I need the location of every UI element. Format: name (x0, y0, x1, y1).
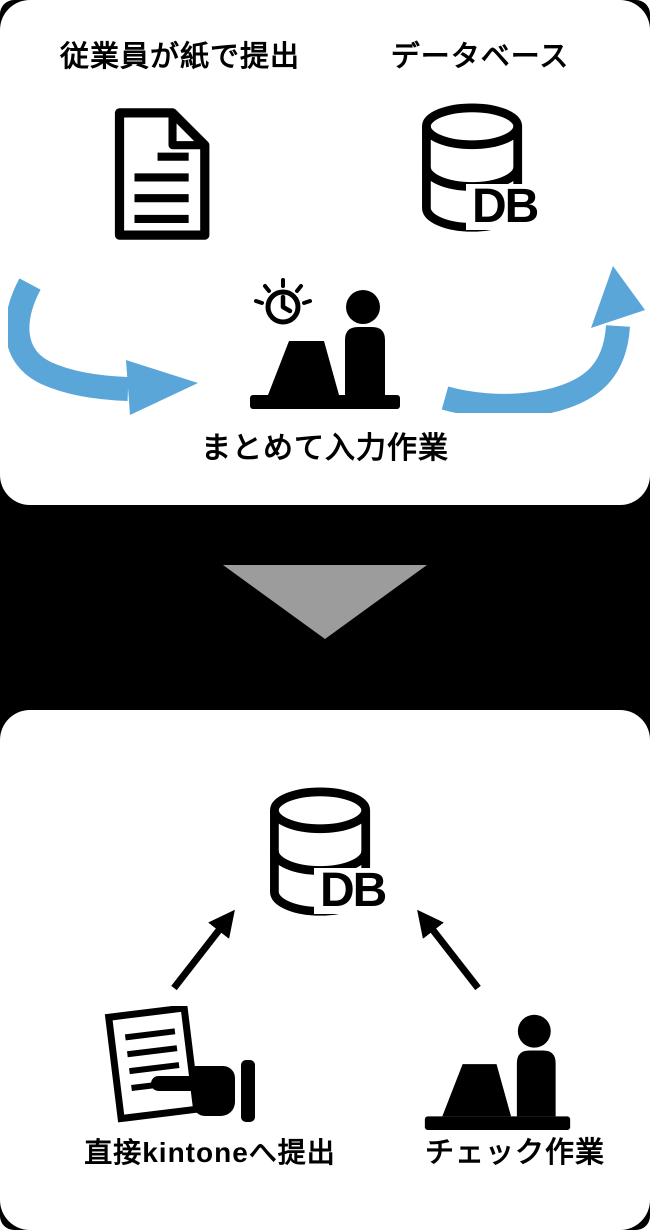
before-panel: 従業員が紙で提出 データベース (0, 0, 650, 505)
person-laptop-icon (245, 277, 405, 412)
check-work-label: チェック作業 (424, 1137, 605, 1169)
paper-document-icon (103, 106, 219, 242)
pointing-hand-icon (151, 1060, 255, 1122)
database-label: データベース (390, 41, 570, 73)
after-panel: DB (0, 710, 650, 1230)
paper-submit-label: 従業員が紙で提出 (59, 41, 300, 73)
clock-icon (254, 278, 312, 325)
batch-entry-caption: まとめて入力作業 (201, 432, 449, 465)
curved-arrow-up-icon (435, 258, 650, 413)
person-laptop-icon (420, 1002, 575, 1133)
direct-submit-label: 直接kintoneへ提出 (84, 1137, 336, 1168)
arrow-up-right-icon (160, 898, 255, 998)
down-triangle-icon (223, 565, 427, 639)
arrow-up-left-icon (402, 898, 494, 998)
database-icon: DB (260, 786, 387, 922)
document-hand-icon (95, 1006, 260, 1131)
transition-band (0, 505, 650, 710)
db-text-badge: DB (466, 183, 539, 230)
database-icon: DB (412, 102, 539, 238)
curved-arrow-right-icon (8, 278, 208, 420)
db-text-badge: DB (314, 867, 387, 914)
